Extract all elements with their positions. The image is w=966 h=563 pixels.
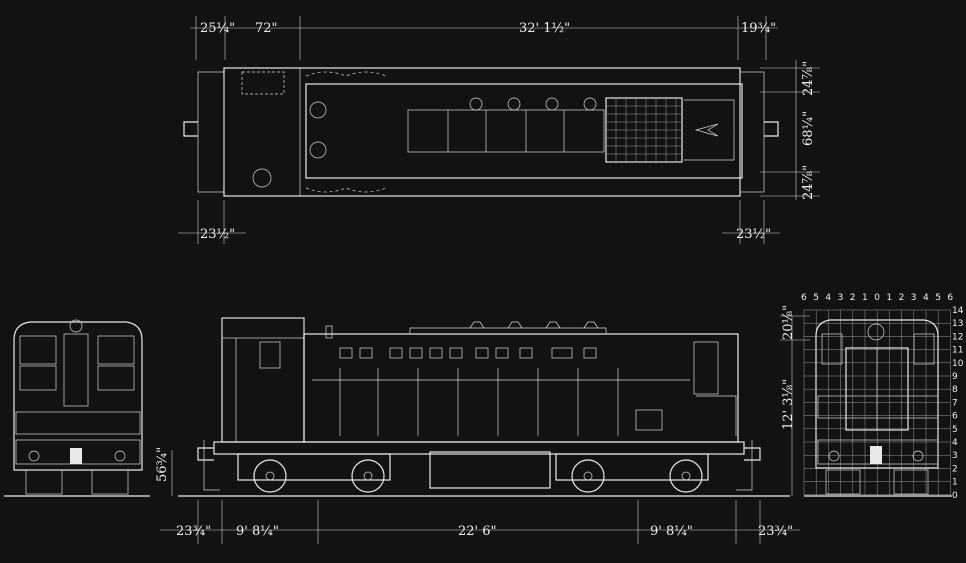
scale-label-top: 2	[899, 293, 905, 303]
dim-width-bot: 24⅞"	[801, 165, 816, 200]
side-view: 56¾" 20⅛" 12' 3⅛" 23¾" 9' 8¼" 22' 6" 9' …	[155, 305, 810, 544]
side-fuel-tank	[429, 451, 551, 489]
scale-label-right: 3	[952, 451, 958, 461]
scale-label-right: 7	[952, 398, 958, 408]
scale-label-right: 12	[952, 332, 963, 342]
dim-72: 72"	[255, 21, 278, 36]
dim-right-end: 23¾"	[758, 524, 793, 539]
scale-label-top: 5	[935, 293, 941, 303]
dim-right-top: 19¾"	[741, 21, 776, 36]
scale-label-right: 4	[952, 438, 958, 448]
dim-center-length: 32' 1½"	[519, 21, 570, 36]
dim-truck-centers: 22' 6"	[458, 524, 497, 539]
scale-label-top: 4	[825, 293, 831, 303]
side-cab	[221, 317, 305, 443]
scale-label-right: 2	[952, 464, 958, 474]
scale-label-top: 4	[923, 293, 929, 303]
scale-label-top: 6	[801, 293, 807, 303]
truck-right	[555, 453, 709, 493]
scale-label-right: 11	[952, 346, 963, 356]
scale-label-right: 5	[952, 425, 958, 435]
dim-width-top: 24⅞"	[801, 61, 816, 96]
dim-left-top: 25¼"	[200, 21, 235, 36]
dim-cab-height: 20⅛"	[781, 305, 796, 340]
scale-label-top: 1	[862, 293, 868, 303]
scale-label-top: 3	[838, 293, 844, 303]
truck-left	[237, 453, 391, 493]
scale-label-right: 10	[952, 359, 964, 369]
scale-label-right: 9	[952, 372, 958, 382]
plan-body	[223, 67, 741, 197]
scale-label-right: 6	[952, 412, 958, 422]
side-hood	[303, 333, 739, 443]
dim-coupler-height: 56¾"	[155, 447, 170, 482]
scale-label-top: 6	[947, 293, 953, 303]
dim-left-bottom: 23½"	[200, 227, 235, 242]
dim-right-bottom: 23½"	[736, 227, 771, 242]
plan-hood	[305, 83, 743, 179]
top-view: 25¼" 72" 32' 1½" 19¾"	[178, 16, 820, 244]
scale-label-right: 13	[952, 319, 963, 329]
dim-width-mid: 68¼"	[801, 111, 816, 146]
scale-label-top: 1	[886, 293, 892, 303]
dim-total-height: 12' 3⅛"	[781, 379, 796, 430]
scale-label-top: 0	[874, 293, 880, 303]
scale-label-right: 0	[952, 491, 958, 501]
scale-label-top: 5	[813, 293, 819, 303]
scale-label-right: 8	[952, 385, 958, 395]
dim-truck-right: 9' 8¼"	[650, 524, 693, 539]
dim-truck-left: 9' 8¼"	[236, 524, 279, 539]
scale-label-right: 1	[952, 478, 958, 488]
dim-left-end: 23¾"	[176, 524, 211, 539]
end-view-left	[4, 319, 150, 497]
scale-label-right: 14	[952, 306, 964, 316]
scale-label-top: 2	[850, 293, 856, 303]
scale-label-top: 3	[911, 293, 917, 303]
